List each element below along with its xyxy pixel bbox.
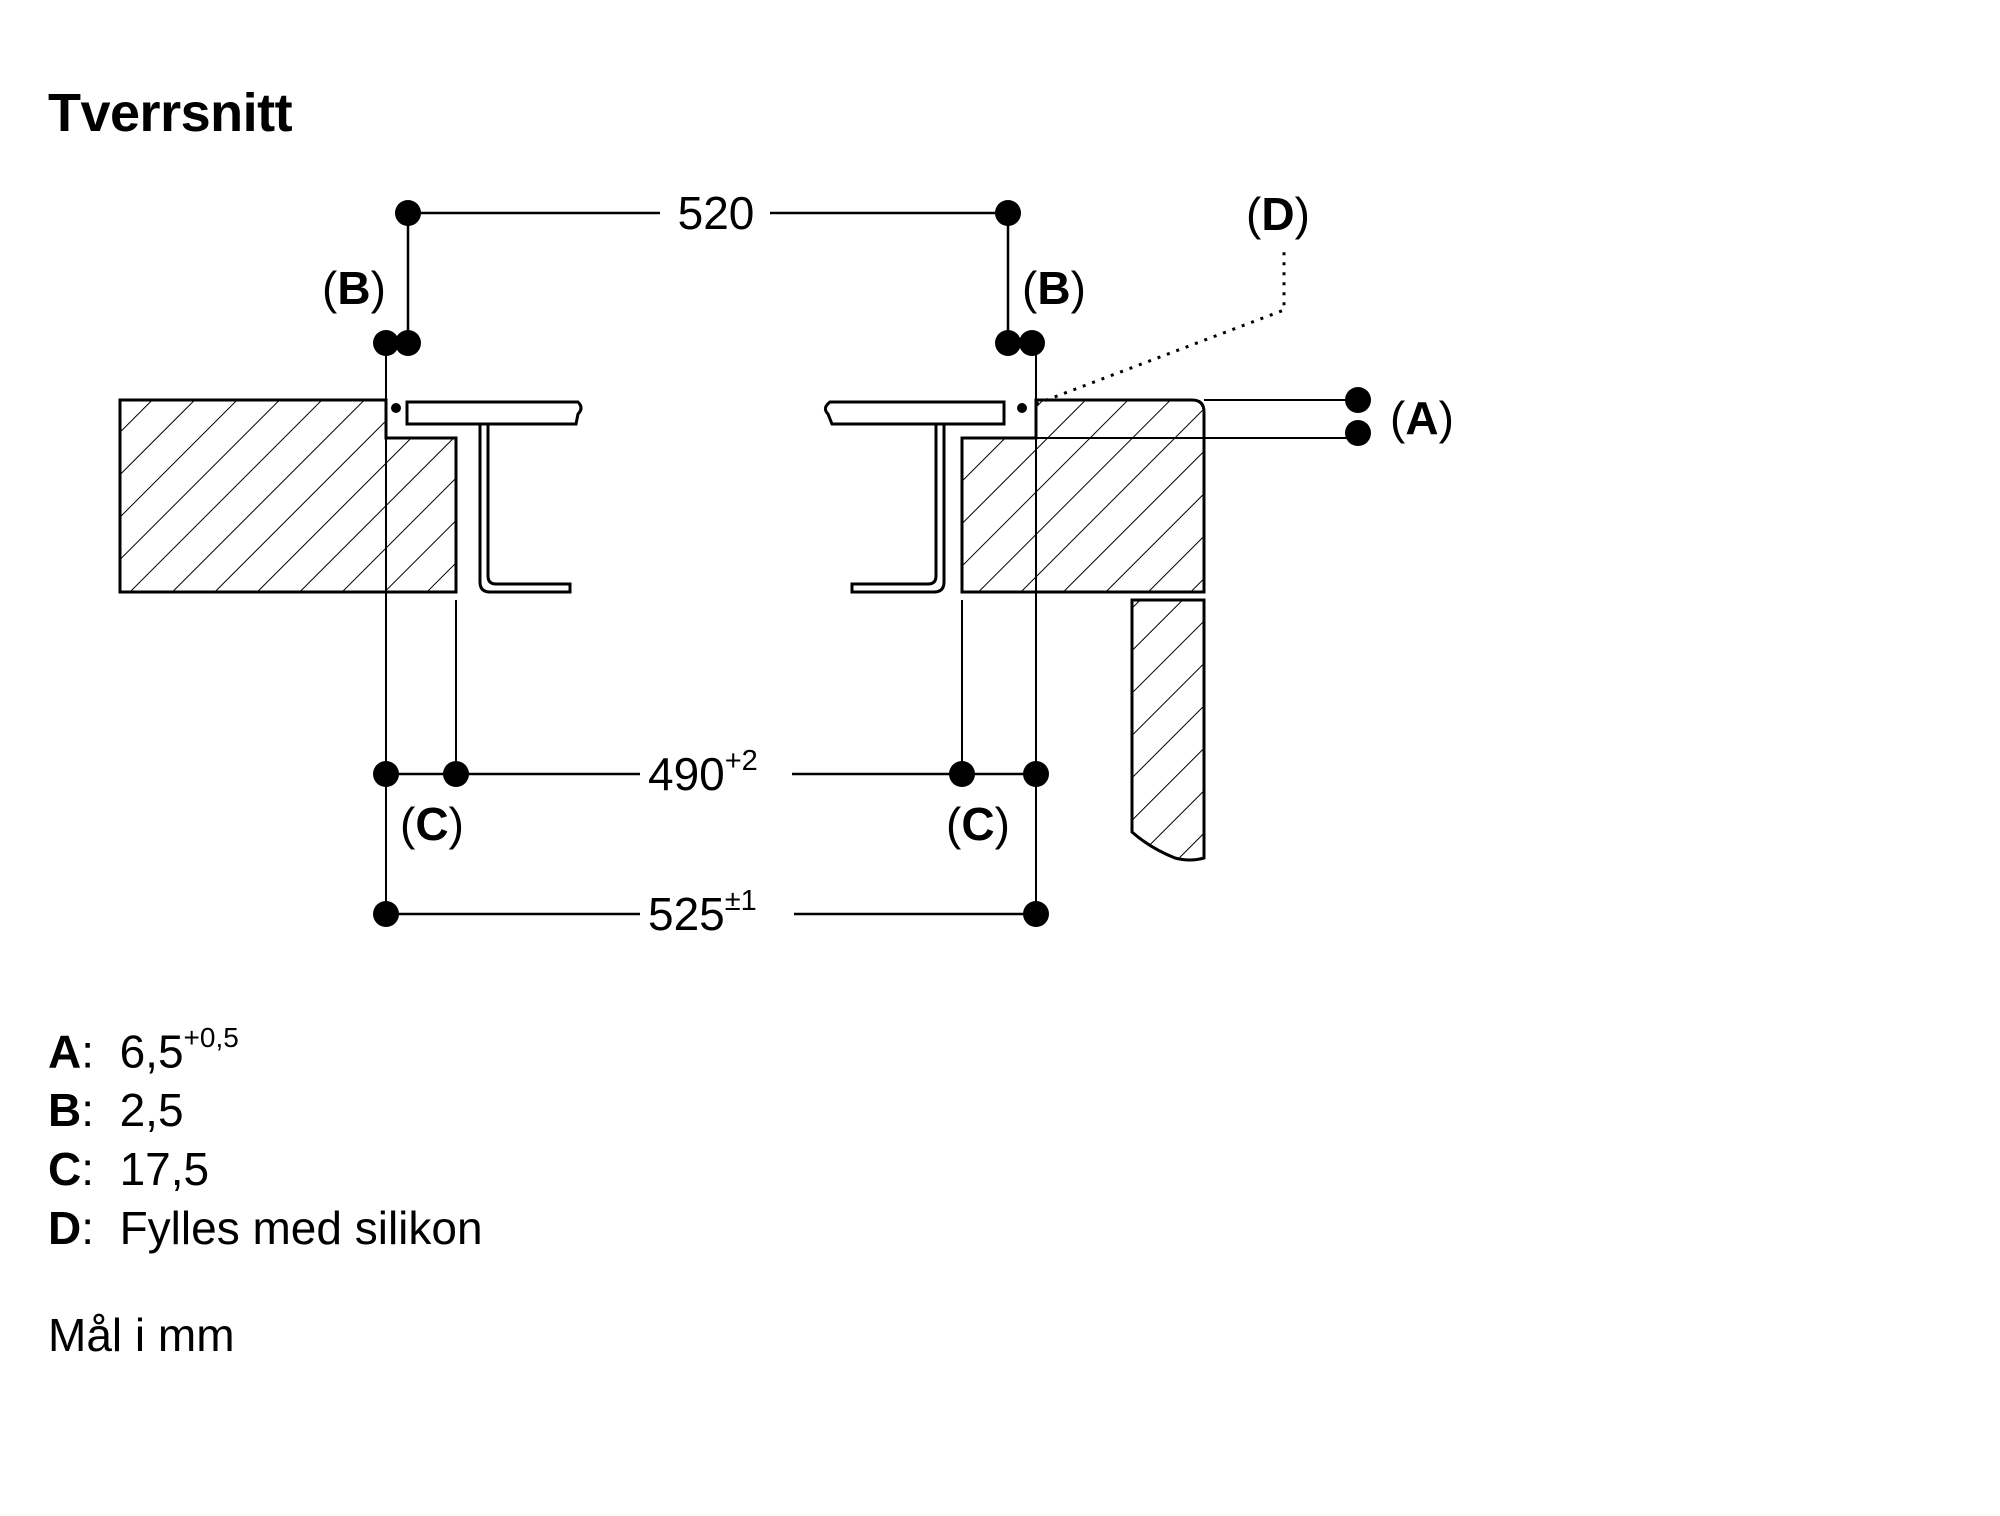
dim-490-dot-4 [1023, 761, 1049, 787]
legend-row-c: C: 17,5 [48, 1143, 210, 1196]
b-dot-left-1 [373, 330, 399, 356]
dim-outer-label: 525±1 [648, 885, 757, 940]
gap-dot-right [1017, 403, 1027, 413]
callout-d: (D) [1246, 188, 1310, 240]
mounting-bracket-left [478, 422, 572, 594]
a-dot-bottom [1345, 420, 1371, 446]
legend: A: 6,5+0,5 B: 2,5 C: 17,5 D: Fylles med … [48, 1012, 483, 1258]
a-dot-top [1345, 387, 1371, 413]
unit-note: Mål i mm [48, 1309, 235, 1361]
dimension-a [1036, 399, 1358, 439]
appliance-plate-right [823, 400, 1006, 426]
dim-525-dot-left [373, 901, 399, 927]
mounting-bracket-right [850, 422, 946, 594]
callout-a: (A) [1390, 392, 1454, 444]
b-dot-left-2 [395, 330, 421, 356]
legend-row-a: A: 6,5+0,5 [48, 1022, 239, 1078]
dim-490-dot-2 [443, 761, 469, 787]
page-title: Tverrsnitt [48, 83, 293, 143]
callout-b-right: (B) [1022, 262, 1086, 314]
dim-520-dot-right [995, 200, 1021, 226]
worktop-left [118, 398, 458, 594]
dim-520-dot-left [395, 200, 421, 226]
callout-c-left: (C) [400, 798, 464, 850]
dim-490-dot-1 [373, 761, 399, 787]
legend-row-d: D: Fylles med silikon [48, 1202, 483, 1255]
worktop-right [960, 398, 1206, 594]
cabinet-side-panel [1130, 598, 1206, 862]
dimension-520 [406, 211, 1010, 343]
gap-dot-left [391, 403, 401, 413]
callout-b-left: (B) [322, 262, 386, 314]
dim-top-label: 520 [678, 187, 755, 239]
b-dot-right-2 [1019, 330, 1045, 356]
legend-row-b: B: 2,5 [48, 1084, 184, 1137]
appliance-plate-left [405, 400, 583, 426]
dim-inner-label: 490+2 [648, 745, 758, 800]
b-dot-right-1 [995, 330, 1021, 356]
callout-c-right: (C) [946, 798, 1010, 850]
dim-490-dot-3 [949, 761, 975, 787]
dim-525-dot-right [1023, 901, 1049, 927]
